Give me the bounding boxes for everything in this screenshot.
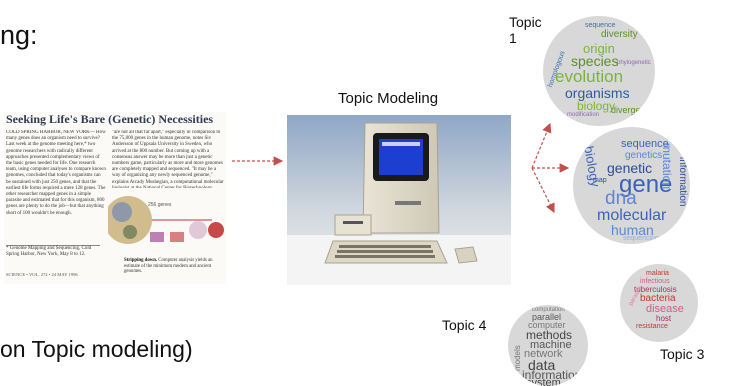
topic-3-word: malaria bbox=[646, 270, 669, 277]
topic-4-word: system bbox=[526, 377, 561, 386]
article-caption-bold: Stripping down. bbox=[124, 258, 158, 263]
topic-2-word: genetics bbox=[625, 150, 663, 161]
topic-1-word: sequence bbox=[585, 22, 616, 29]
article-caption: Stripping down. Computer analysis yields… bbox=[124, 258, 224, 275]
slide-text-fragment-top: ng: bbox=[0, 20, 38, 50]
topic-2-word: map bbox=[593, 177, 607, 184]
svg-text:256 genes: 256 genes bbox=[148, 202, 172, 208]
article-figure: 256 genes bbox=[108, 196, 224, 244]
topic-3-label: Topic 3 bbox=[660, 346, 705, 362]
topic-1-label: Topic 1 bbox=[509, 14, 549, 46]
topic-2-word: information bbox=[677, 157, 688, 207]
topic-2-word: genetic bbox=[607, 160, 653, 176]
computer-photo bbox=[287, 115, 511, 285]
topic-4-word: methods bbox=[526, 328, 573, 342]
topic-4-word: computer bbox=[528, 320, 566, 330]
topic-4-word-cloud: computation parallel computer methods ma… bbox=[508, 305, 588, 386]
article-column-right: "are not all that far apart," especially… bbox=[112, 130, 224, 188]
article-headline: Seeking Life's Bare (Genetic) Necessitie… bbox=[6, 112, 214, 126]
topic-1-label-line2: 1 bbox=[509, 30, 517, 46]
topic-1-word: biology bbox=[577, 99, 616, 113]
article-footer: SCIENCE • VOL. 272 • 24 MAY 1996 bbox=[6, 272, 78, 277]
topic-2-word: sequencing bbox=[623, 235, 659, 242]
arrow-to-topic-3 bbox=[531, 167, 555, 214]
topic-2-word: molecular bbox=[597, 207, 667, 224]
topic-4-word: computation bbox=[532, 307, 565, 313]
topic-3-word: tuberculosis bbox=[634, 285, 677, 294]
topic-2-word-cloud: sequence genetics genetic gene dna biolo… bbox=[573, 127, 690, 244]
topic-4-label: Topic 4 bbox=[442, 317, 487, 333]
topic-1-word: species bbox=[571, 53, 619, 69]
topic-3-word-cloud: malaria infectious tuberculosis bacteria… bbox=[620, 264, 698, 342]
topic-2-word: human bbox=[611, 222, 654, 238]
topic-modeling-title: Topic Modeling bbox=[338, 90, 439, 107]
topic-2-word: dna bbox=[605, 188, 637, 209]
topic-3-word: resistance bbox=[636, 323, 668, 330]
topic-1-label-line1: Topic bbox=[509, 14, 542, 30]
topic-4-word: parallel bbox=[532, 312, 562, 322]
topic-1-word: phylogenetic bbox=[617, 60, 651, 66]
topic-2-word: sequence bbox=[621, 138, 669, 150]
topic-2-word: gene bbox=[619, 171, 673, 198]
article-footnote-box: * Genome Mapping and Sequencing, Cold Sp… bbox=[6, 245, 100, 266]
topic-3-word: disease bbox=[646, 303, 684, 315]
topic-1-word: origin bbox=[583, 41, 615, 56]
topic-4-word: information bbox=[522, 368, 582, 382]
topic-1-word: modification bbox=[567, 112, 600, 118]
article-thumbnail: Seeking Life's Bare (Genetic) Necessitie… bbox=[4, 112, 226, 284]
slide-text-fragment-bottom: on Topic modeling) bbox=[0, 336, 193, 362]
article-column-left: COLD SPRING HARBOR, NEW YORK— How many g… bbox=[6, 130, 106, 216]
topic-1-word: evolution bbox=[555, 67, 624, 86]
macintosh-computer-illustration bbox=[287, 115, 511, 285]
topic-1-word-cloud: sequence diversity origin species evolut… bbox=[543, 16, 655, 126]
topic-1-word: diversity bbox=[601, 29, 638, 40]
topic-2-word: mutation bbox=[660, 143, 674, 190]
arrow-to-topic-1 bbox=[531, 122, 552, 169]
topic-1-word: divergent bbox=[611, 105, 649, 115]
topic-3-word: bacteria bbox=[640, 293, 676, 304]
topic-4-word: machine bbox=[530, 339, 572, 351]
topic-3-word: host bbox=[656, 314, 672, 323]
topic-1-word: organisms bbox=[565, 85, 630, 101]
topic-4-word: network bbox=[524, 348, 563, 360]
topic-4-word: data bbox=[528, 357, 556, 373]
topic-3-word: infectious bbox=[640, 278, 670, 285]
article-caption-text: Computer analysis yields an estimate of … bbox=[124, 258, 213, 275]
topic-4-word: models bbox=[513, 345, 522, 371]
